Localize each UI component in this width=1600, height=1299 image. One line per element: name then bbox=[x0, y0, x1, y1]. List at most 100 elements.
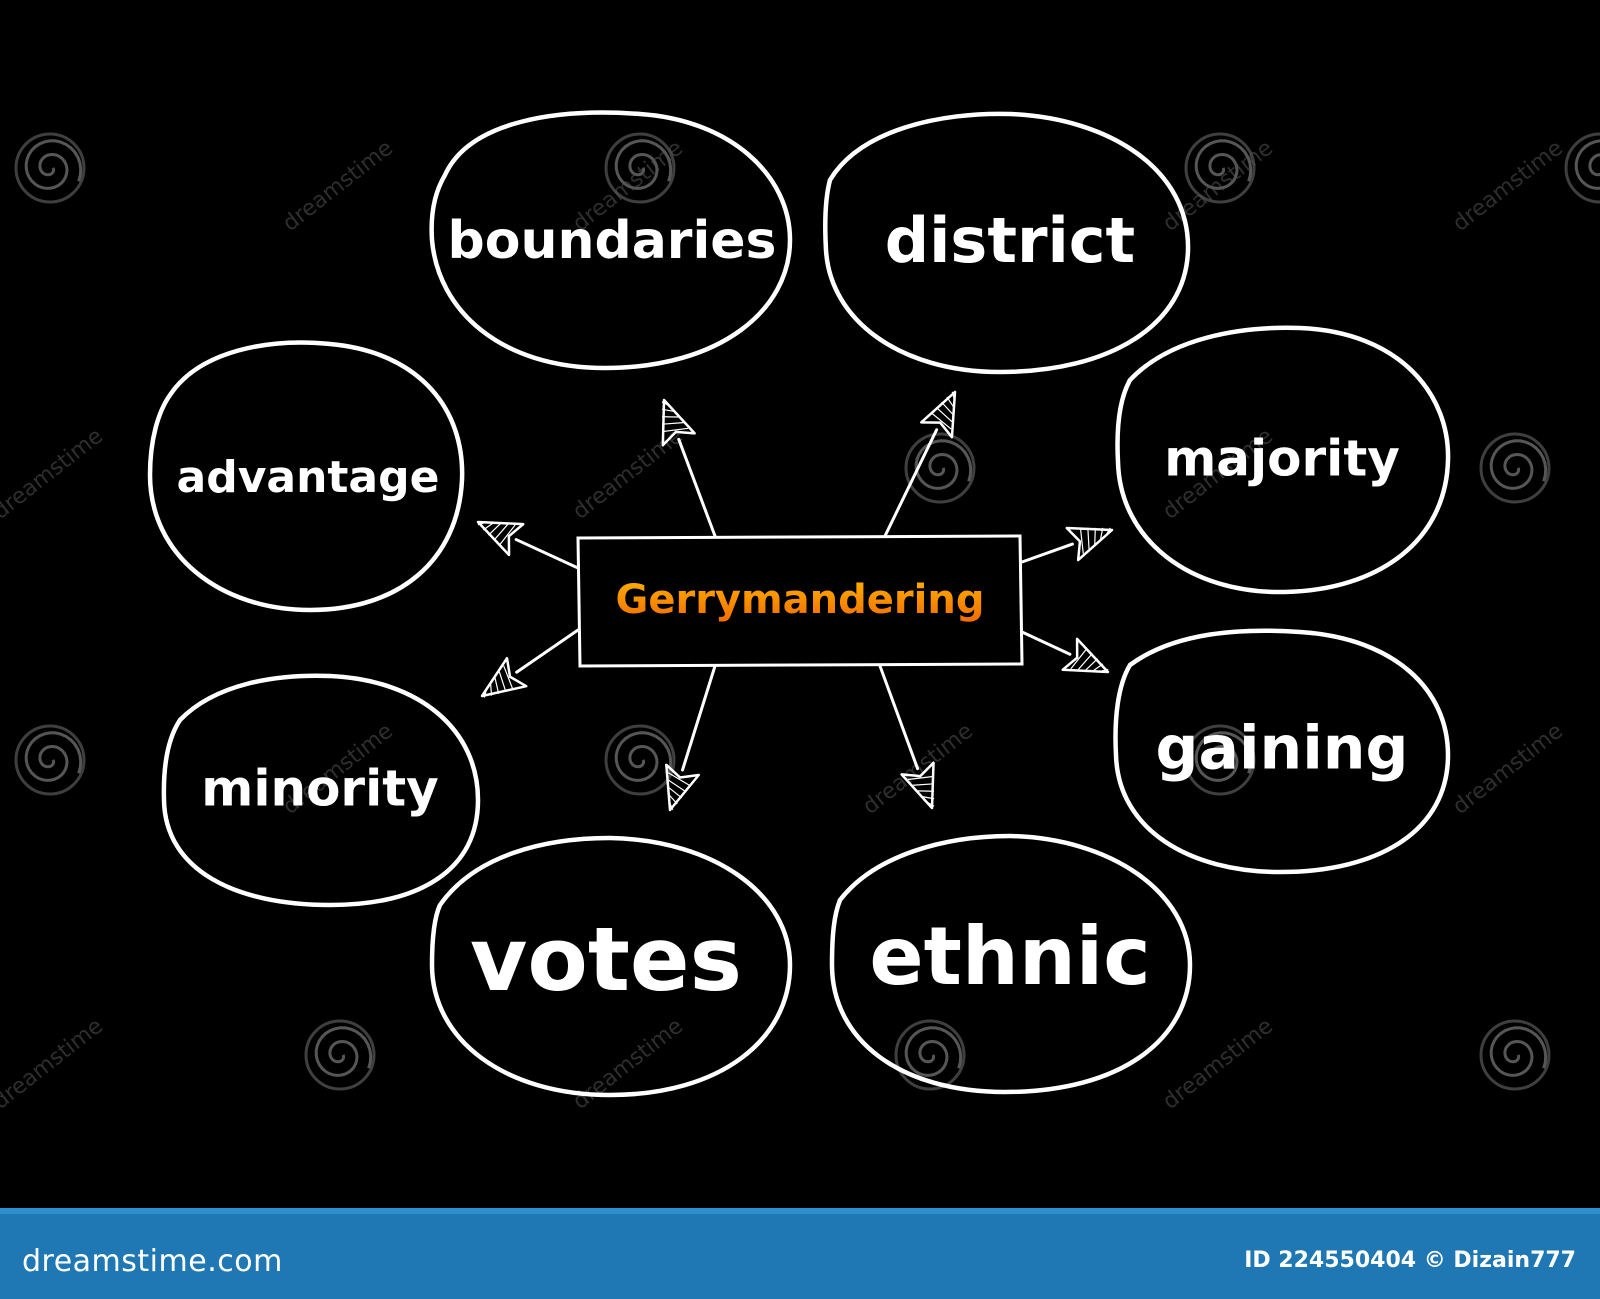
arrow-to-advantage-hatch bbox=[488, 523, 501, 536]
arrow-to-majority-hatch bbox=[1099, 527, 1104, 540]
node-ethnic: ethnic bbox=[829, 833, 1193, 1095]
central-topic-label: Gerrymandering bbox=[616, 577, 985, 623]
spiral-logo-icon bbox=[914, 439, 973, 490]
footer-site-name[interactable]: dreamstime.com bbox=[22, 1244, 283, 1279]
arrow-to-district-head bbox=[920, 390, 957, 439]
arrow-to-advantage-hatch bbox=[477, 522, 486, 526]
arrow-to-majority-shaft bbox=[1020, 542, 1074, 564]
arrow-to-district-hatch bbox=[935, 406, 953, 423]
arrow-to-district-hatch bbox=[951, 391, 955, 400]
arrow-to-advantage bbox=[476, 520, 580, 570]
arrow-to-ethnic-shaft bbox=[878, 664, 920, 771]
watermark-text: dreamstime bbox=[1158, 1014, 1278, 1115]
mind-map-canvas: dreamstime dreamstime dreamstime dreamstime… bbox=[0, 110, 1600, 1115]
arrow-to-minority-hatch bbox=[494, 677, 500, 694]
arrow-to-majority-head bbox=[1065, 526, 1114, 562]
spiral-logo-icon bbox=[1574, 139, 1600, 190]
node-boundaries-label: boundaries bbox=[448, 211, 777, 271]
node-advantage: advantage bbox=[147, 340, 465, 613]
footer-credit: ID 224550404 © Dizain777 bbox=[1244, 1248, 1576, 1273]
spiral-logo-icon bbox=[1194, 731, 1253, 782]
spiral-logo-icon bbox=[904, 1026, 963, 1077]
arrow-to-votes-hatch bbox=[668, 787, 683, 799]
spiral-logo-ring-icon bbox=[604, 132, 676, 204]
arrow-to-votes-hatch bbox=[667, 772, 692, 787]
arrow-to-votes-head bbox=[665, 763, 701, 812]
arrow-to-gaining-hatch bbox=[1085, 658, 1099, 671]
watermark-text: dreamstime bbox=[1448, 719, 1568, 820]
arrow-to-majority-hatch bbox=[1079, 527, 1084, 554]
arrow-to-gaining-hatch bbox=[1092, 663, 1104, 672]
arrow-to-votes-hatch bbox=[668, 779, 687, 793]
node-district-label: district bbox=[885, 204, 1135, 277]
arrow-to-boundaries bbox=[661, 398, 717, 538]
watermark-text: dreamstime bbox=[1158, 136, 1278, 237]
spiral-logo-ring-icon bbox=[304, 1019, 376, 1091]
spiral-logo-ring-icon bbox=[1184, 132, 1256, 204]
spiral-logo-icon bbox=[1194, 139, 1253, 190]
node-boundaries-ellipse bbox=[429, 110, 793, 371]
spiral-logo-ring-icon bbox=[1184, 724, 1256, 796]
arrow-to-minority-head bbox=[480, 656, 528, 698]
arrow-to-boundaries-shaft bbox=[677, 437, 717, 538]
arrow-to-ethnic-head bbox=[900, 761, 935, 810]
node-gaining-ellipse bbox=[1113, 628, 1451, 875]
watermark-text: dreamstime bbox=[568, 1014, 688, 1115]
arrow-to-minority-hatch bbox=[498, 671, 507, 693]
spiral-logo-ring-icon bbox=[14, 724, 86, 796]
arrow-to-minority bbox=[480, 628, 580, 698]
node-advantage-label: advantage bbox=[177, 452, 440, 503]
arrow-to-advantage-hatch bbox=[493, 524, 509, 541]
arrow-to-majority-hatch bbox=[1094, 527, 1096, 545]
arrow-to-advantage-shaft bbox=[514, 538, 580, 570]
spiral-logo-icon bbox=[1489, 439, 1548, 490]
arrow-to-majority-hatch bbox=[1087, 527, 1090, 550]
spiral-logo-icon bbox=[614, 139, 673, 190]
node-district-ellipse bbox=[822, 111, 1191, 375]
arrow-to-minority-hatch bbox=[483, 689, 487, 698]
spiral-logo-ring-icon bbox=[904, 432, 976, 504]
spiral-logo-ring-icon bbox=[14, 132, 86, 204]
watermark-text: dreamstime bbox=[0, 424, 108, 525]
arrow-to-gaining bbox=[1020, 630, 1110, 674]
arrow-to-gaining-head bbox=[1061, 637, 1110, 674]
arrow-to-votes-hatch bbox=[669, 802, 674, 811]
spiral-logo-icon bbox=[24, 139, 83, 190]
node-votes-label: votes bbox=[470, 908, 742, 1011]
arrow-to-ethnic-hatch bbox=[912, 783, 935, 786]
arrow-to-gaining-shaft bbox=[1020, 630, 1072, 656]
node-majority-label: majority bbox=[1164, 430, 1400, 488]
central-topic: Gerrymandering bbox=[576, 534, 1024, 668]
arrow-to-majority-hatch bbox=[1105, 527, 1111, 536]
arrow-to-advantage-hatch bbox=[498, 524, 516, 547]
arrow-to-boundaries-hatch bbox=[662, 427, 689, 433]
arrow-to-minority-shaft bbox=[515, 628, 580, 674]
arrow-to-gaining-hatch bbox=[1070, 647, 1088, 670]
arrow-to-district-hatch bbox=[941, 401, 954, 415]
watermark-text: dreamstime bbox=[1448, 136, 1568, 237]
arrow-to-votes bbox=[665, 664, 717, 812]
spiral-logo-icon bbox=[614, 731, 673, 782]
spiral-logo-ring-icon bbox=[604, 724, 676, 796]
arrow-to-ethnic-hatch bbox=[907, 775, 935, 781]
arrow-to-advantage-hatch bbox=[482, 522, 494, 531]
node-ethnic-label: ethnic bbox=[869, 910, 1150, 1003]
arrow-to-district-hatch bbox=[930, 412, 952, 430]
arrow-to-district-hatch bbox=[946, 396, 954, 408]
spiral-logo-ring-icon bbox=[1479, 1019, 1551, 1091]
node-votes-ellipse bbox=[429, 835, 793, 1098]
arrow-to-majority bbox=[1020, 526, 1114, 564]
node-minority: minority bbox=[161, 673, 481, 908]
arrow-to-boundaries-hatch bbox=[662, 422, 684, 425]
arrow-to-district bbox=[883, 390, 957, 538]
arrow-to-advantage-head bbox=[476, 520, 525, 557]
node-advantage-ellipse bbox=[147, 340, 465, 613]
node-gaining-label: gaining bbox=[1156, 714, 1409, 784]
node-gaining: gaining bbox=[1113, 628, 1451, 875]
node-boundaries: boundaries bbox=[429, 110, 793, 371]
watermark-text: dreamstime bbox=[278, 136, 398, 237]
node-district: district bbox=[822, 111, 1191, 375]
spiral-logo-ring-icon bbox=[1564, 132, 1600, 204]
arrow-to-votes-hatch bbox=[668, 794, 678, 805]
stock-footer-bar: dreamstime.com ID 224550404 © Dizain777 bbox=[0, 1208, 1600, 1299]
